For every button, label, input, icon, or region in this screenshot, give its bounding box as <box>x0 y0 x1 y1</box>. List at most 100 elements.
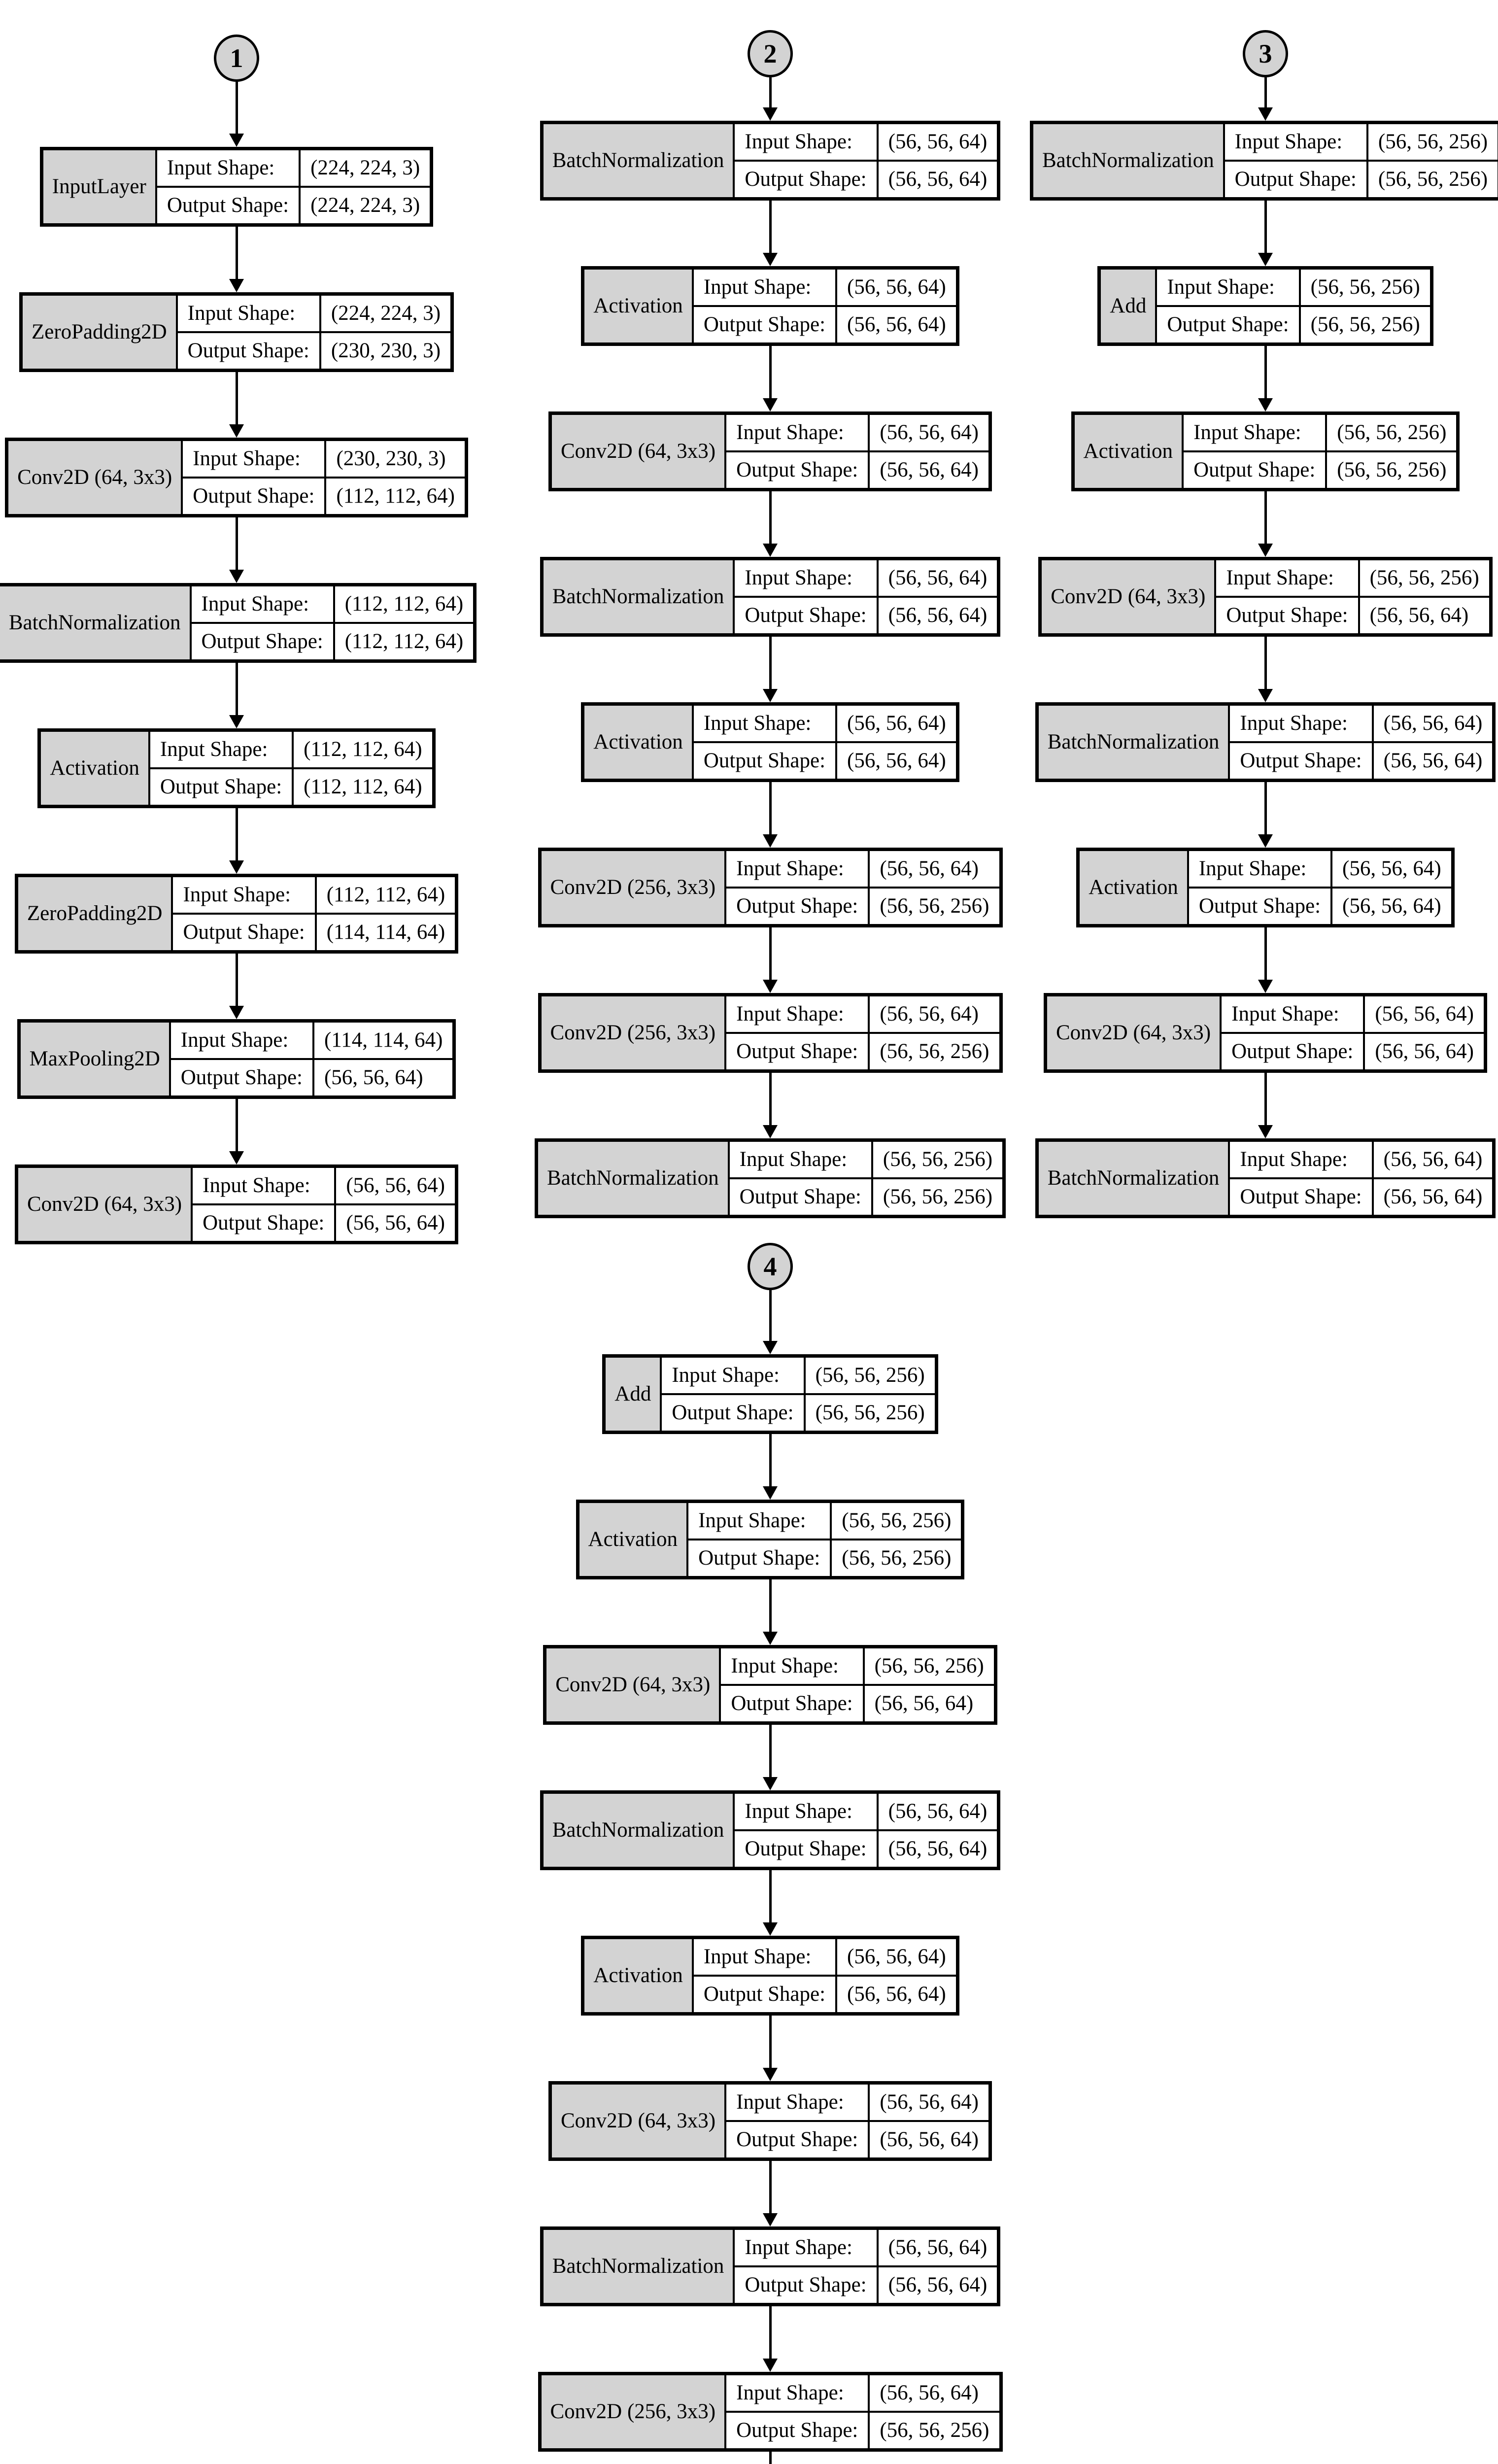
input-shape-label: Input Shape: <box>1155 267 1301 307</box>
flow-arrow <box>763 77 778 121</box>
arrow-shaft <box>769 2161 772 2214</box>
arrow-shaft <box>769 782 772 835</box>
layer-node: Activation Input Shape: (56, 56, 256) Ou… <box>1071 411 1460 491</box>
arrow-shaft <box>235 1099 238 1152</box>
layer-node: Activation Input Shape: (56, 56, 64) Out… <box>581 266 959 346</box>
layer-name: Activation <box>577 1500 689 1579</box>
output-shape-label: Output Shape: <box>175 331 321 372</box>
layer-node: BatchNormalization Input Shape: (56, 56,… <box>1035 1138 1496 1218</box>
arrowhead-icon <box>763 1922 778 1936</box>
layer-node: Conv2D (64, 3x3) Input Shape: (56, 56, 6… <box>15 1164 458 1244</box>
flow-arrow <box>763 637 778 702</box>
layer-node: Conv2D (256, 3x3) Input Shape: (56, 56, … <box>538 848 1003 927</box>
layer-name: Activation <box>581 267 694 345</box>
output-shape-label: Output Shape: <box>1155 305 1301 345</box>
layer-name: BatchNormalization <box>541 121 735 200</box>
layer-name: Activation <box>38 729 150 808</box>
layer-node: Conv2D (64, 3x3) Input Shape: (56, 56, 6… <box>1044 993 1487 1073</box>
input-shape-label: Input Shape: <box>691 1936 838 1977</box>
output-shape-value: (56, 56, 64) <box>868 450 991 491</box>
output-shape-value: (56, 56, 256) <box>1325 450 1459 491</box>
layer-node: BatchNormalization Input Shape: (56, 56,… <box>540 121 1001 201</box>
flow-arrow <box>229 372 244 438</box>
input-shape-label: Input Shape: <box>1223 121 1368 162</box>
arrow-shaft <box>1264 346 1267 399</box>
input-shape-value: (56, 56, 64) <box>868 993 1002 1034</box>
input-shape-value: (224, 224, 3) <box>299 147 433 188</box>
input-shape-value: (114, 114, 64) <box>312 1020 455 1060</box>
input-shape-label: Input Shape: <box>191 1165 337 1205</box>
output-shape-label: Output Shape: <box>727 1177 873 1218</box>
flow-arrow <box>229 227 244 292</box>
layer-node: Activation Input Shape: (56, 56, 64) Out… <box>581 702 959 782</box>
output-shape-label: Output Shape: <box>724 2411 870 2451</box>
arrow-shaft <box>1264 637 1267 689</box>
flow-arrow <box>763 782 778 848</box>
input-shape-label: Input Shape: <box>727 1139 873 1179</box>
input-shape-label: Input Shape: <box>1228 703 1374 743</box>
layer-name: Conv2D (256, 3x3) <box>538 848 727 927</box>
output-shape-value: (56, 56, 64) <box>876 1829 1000 1870</box>
layer-name: BatchNormalization <box>541 2227 735 2306</box>
output-shape-label: Output Shape: <box>733 2265 879 2306</box>
input-shape-value: (56, 56, 64) <box>334 1165 458 1205</box>
diagram-column-4: 4 Add Input Shape: (56, 56, 256) Output … <box>534 1243 1007 2464</box>
flow-arrow <box>763 1290 778 1354</box>
output-shape-label: Output Shape: <box>691 1975 838 2015</box>
layer-node: Conv2D (256, 3x3) Input Shape: (56, 56, … <box>538 993 1003 1073</box>
input-shape-value: (56, 56, 256) <box>830 1500 964 1540</box>
output-shape-label: Output Shape: <box>724 2120 870 2160</box>
input-shape-value: (56, 56, 256) <box>1366 121 1498 162</box>
input-shape-label: Input Shape: <box>724 993 870 1034</box>
layer-node: Conv2D (64, 3x3) Input Shape: (56, 56, 6… <box>548 411 992 491</box>
output-shape-value: (56, 56, 64) <box>835 1975 959 2015</box>
output-shape-value: (112, 112, 64) <box>324 477 468 517</box>
input-shape-label: Input Shape: <box>171 874 317 915</box>
arrowhead-icon <box>229 1006 244 1019</box>
layer-name: InputLayer <box>40 147 157 226</box>
arrow-shaft <box>1264 491 1267 544</box>
flow-arrow <box>1258 491 1273 557</box>
input-shape-value: (56, 56, 256) <box>803 1355 938 1395</box>
input-shape-label: Input Shape: <box>189 583 335 624</box>
input-shape-label: Input Shape: <box>1214 557 1360 598</box>
layer-node: BatchNormalization Input Shape: (56, 56,… <box>1035 702 1496 782</box>
input-shape-label: Input Shape: <box>181 438 327 479</box>
output-shape-value: (56, 56, 64) <box>1371 741 1495 782</box>
arrow-shaft <box>1264 927 1267 980</box>
output-shape-value: (56, 56, 256) <box>830 1539 964 1579</box>
input-shape-label: Input Shape: <box>175 293 321 333</box>
flow-arrow <box>1258 77 1273 121</box>
input-shape-label: Input Shape: <box>691 267 838 307</box>
layer-name: MaxPooling2D <box>18 1020 171 1098</box>
input-shape-label: Input Shape: <box>733 121 879 162</box>
layer-name: Conv2D (256, 3x3) <box>538 2372 727 2451</box>
output-shape-value: (56, 56, 64) <box>1371 1177 1495 1218</box>
output-shape-value: (56, 56, 256) <box>868 2411 1002 2451</box>
output-shape-label: Output Shape: <box>1182 450 1328 491</box>
input-shape-value: (56, 56, 64) <box>1371 703 1495 743</box>
output-shape-value: (56, 56, 256) <box>1298 305 1433 345</box>
input-shape-value: (112, 112, 64) <box>333 583 476 624</box>
arrowhead-icon <box>1258 398 1273 411</box>
layer-name: Conv2D (64, 3x3) <box>5 438 183 517</box>
flow-arrow <box>1258 346 1273 411</box>
output-shape-value: (114, 114, 64) <box>314 913 458 953</box>
input-shape-value: (56, 56, 256) <box>862 1645 997 1686</box>
flow-arrow <box>763 201 778 266</box>
layer-name: BatchNormalization <box>541 557 735 636</box>
flow-arrow <box>1258 637 1273 702</box>
output-shape-label: Output Shape: <box>724 887 870 927</box>
output-shape-value: (230, 230, 3) <box>319 331 453 372</box>
flow-arrow <box>763 2452 778 2464</box>
arrowhead-icon <box>763 689 778 702</box>
arrow-shaft <box>235 954 238 1006</box>
arrow-shaft <box>769 1870 772 1923</box>
arrow-shaft <box>235 808 238 861</box>
input-shape-label: Input Shape: <box>1220 993 1365 1034</box>
layer-name: ZeroPadding2D <box>20 293 178 372</box>
arrow-shaft <box>769 637 772 689</box>
flow-arrow <box>1258 201 1273 266</box>
output-shape-label: Output Shape: <box>1223 160 1368 200</box>
